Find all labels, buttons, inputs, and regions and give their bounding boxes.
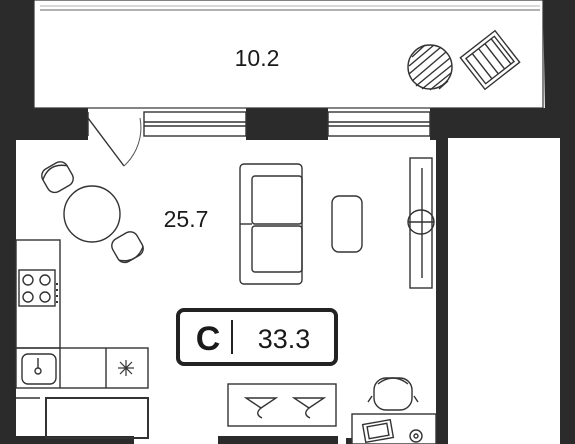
bottom-wall-mid [218,436,338,444]
sink-icon [21,353,57,385]
lamp-icon [243,397,279,419]
fridge-icon [118,360,134,376]
laptop-icon [361,418,395,444]
chair-icon [111,231,144,264]
area-badge [176,308,338,366]
outside-area [448,138,560,444]
balcony-area-label: 10.2 [235,45,280,71]
stove-icon [18,269,58,307]
balcony-round-table-icon [407,44,453,91]
window-right [327,111,431,137]
wall-seg-right [430,108,560,140]
wall-seg-left [16,108,88,140]
window-left [143,111,247,137]
round-table-icon [63,185,121,243]
tv-stand-icon [407,157,435,289]
office-chair-icon [367,377,419,411]
wall-seg-middle [246,108,328,140]
right-outer-wall [436,138,448,444]
bottom-wall-left [16,436,134,444]
ottoman-icon [331,195,363,253]
desk-icon [351,413,437,444]
lamp-icon [291,397,327,419]
room-area-label: 25.7 [164,206,209,232]
apartment-type-letter: С [196,320,221,358]
desk-lamp-icon [409,429,423,443]
lounger-icon [459,29,521,91]
door-swing-icon [87,112,142,167]
balcony-outline [33,0,544,109]
total-area-label: 33.3 [258,324,311,354]
sofa-icon [239,163,303,285]
chair-icon [41,161,74,194]
kitchen-counter [15,239,149,439]
shelf-unit [227,383,337,427]
